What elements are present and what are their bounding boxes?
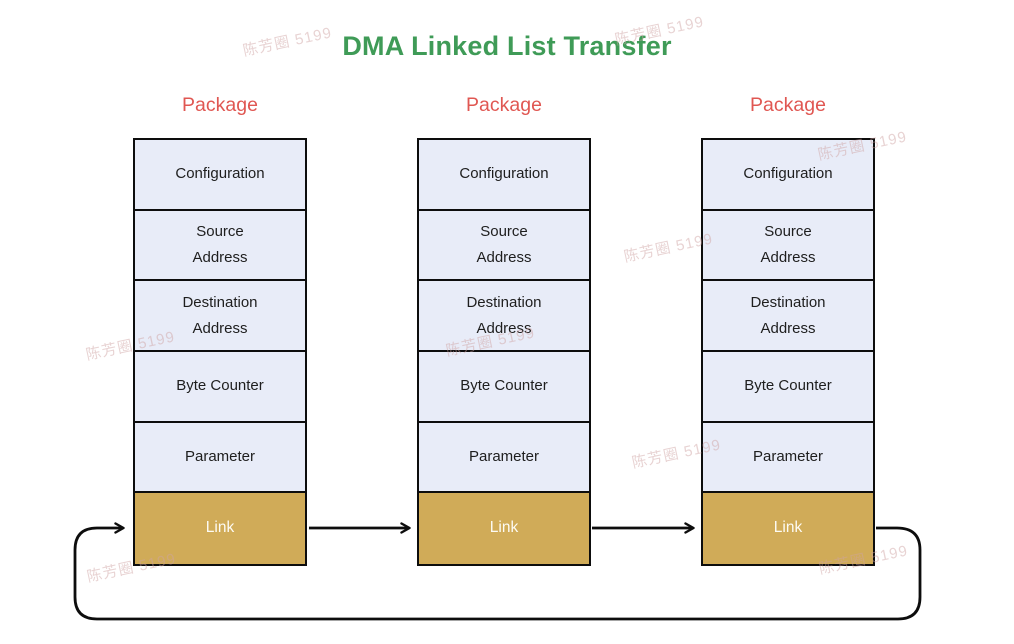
field-source-address: Source Address [703, 210, 873, 282]
field-parameter: Parameter [135, 422, 305, 494]
package-3-label: Package [750, 94, 826, 116]
field-configuration: Configuration [419, 140, 589, 211]
page-title: DMA Linked List Transfer [342, 31, 672, 61]
field-source-address: Source Address [135, 210, 305, 282]
field-parameter: Parameter [419, 422, 589, 494]
field-link: Link [135, 493, 305, 564]
field-destination-address: Destination Address [135, 281, 305, 352]
field-source-address: Source Address [419, 210, 589, 282]
field-destination-address: Destination Address [419, 281, 589, 352]
package-3-block: Configuration Source Address Destination… [701, 138, 875, 566]
field-destination-address: Destination Address [703, 281, 873, 352]
package-2-block: Configuration Source Address Destination… [417, 138, 591, 566]
field-configuration: Configuration [135, 140, 305, 211]
package-1-label: Package [182, 94, 258, 116]
package-2-label: Package [466, 94, 542, 116]
field-parameter: Parameter [703, 422, 873, 494]
field-byte-counter: Byte Counter [703, 351, 873, 423]
field-configuration: Configuration [703, 140, 873, 211]
field-byte-counter: Byte Counter [135, 351, 305, 423]
field-link: Link [419, 493, 589, 564]
field-link: Link [703, 493, 873, 564]
field-byte-counter: Byte Counter [419, 351, 589, 423]
package-1-block: Configuration Source Address Destination… [133, 138, 307, 566]
